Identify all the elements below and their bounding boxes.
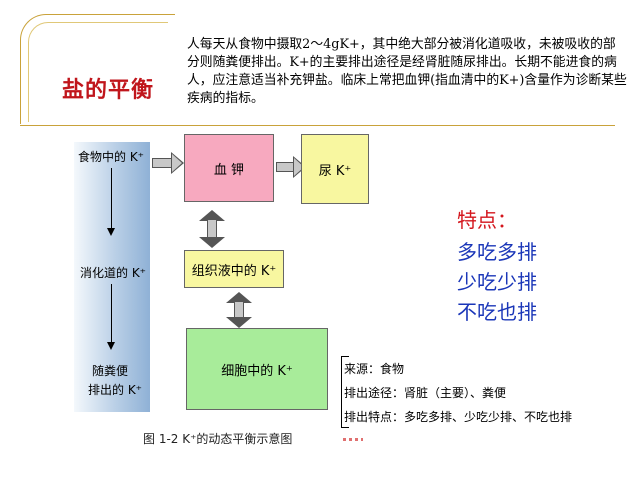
info-route: 排出途径：肾脏（主要）、粪便 — [344, 386, 507, 400]
arrow-line-food-gut — [111, 168, 112, 230]
digestive-column — [74, 142, 150, 412]
box-urine-potassium: 尿 K⁺ — [301, 134, 369, 204]
page-title: 盐的平衡 — [62, 77, 155, 103]
label-gut-k: 消化道的 K⁺ — [80, 266, 147, 280]
info-bracket — [341, 356, 349, 428]
feature-line-3: 不吃也排 — [457, 300, 537, 324]
decorative-frame-inner — [28, 22, 168, 122]
arrow-tissue-cell-exchange — [226, 292, 252, 328]
arrow-head-gut-feces — [107, 342, 115, 350]
box-blood-potassium: 血 钾 — [184, 134, 274, 202]
box-cell-potassium: 细胞中的 K⁺ — [186, 328, 328, 410]
arrow-line-gut-feces — [111, 284, 112, 344]
divider — [20, 125, 615, 126]
box-tissue-fluid-potassium: 组织液中的 K⁺ — [184, 250, 284, 288]
arrow-food-to-blood — [152, 152, 184, 174]
figure-caption: 图 1-2 K⁺的动态平衡示意图 — [143, 432, 293, 446]
decorative-frame — [20, 14, 175, 124]
features-heading: 特点： — [457, 208, 517, 232]
label-food-k: 食物中的 K⁺ — [78, 150, 145, 164]
feature-line-2: 少吃少排 — [457, 270, 537, 294]
arrow-blood-tissue-exchange — [199, 210, 225, 248]
info-source: 来源：食物 — [344, 362, 405, 376]
feature-line-1: 多吃多排 — [457, 240, 537, 264]
label-feces-1: 随粪便 — [92, 364, 129, 378]
decorative-mark — [343, 438, 363, 441]
arrow-head-food-gut — [107, 228, 115, 236]
label-feces-2: 排出的 K⁺ — [88, 383, 143, 397]
intro-paragraph: 人每天从食物中摄取2～4gK+，其中绝大部分被消化道吸收，未被吸收的部分则随粪便… — [187, 37, 627, 106]
info-trait: 排出特点：多吃多排、少吃少排、不吃也排 — [344, 410, 573, 424]
